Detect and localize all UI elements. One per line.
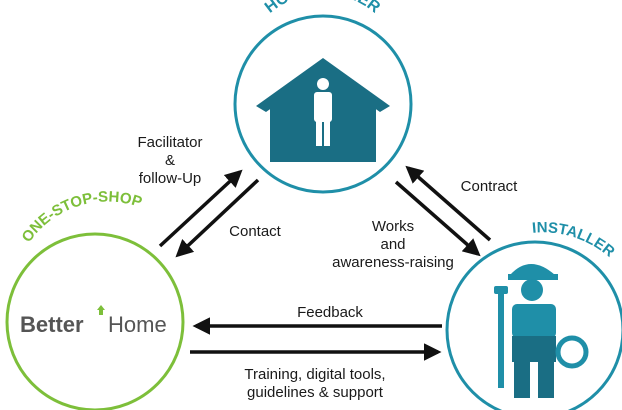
- svg-text:Better: Better: [20, 312, 84, 337]
- installer-node: INSTALLER: [445, 219, 622, 410]
- svg-text:Home: Home: [108, 312, 167, 337]
- arrow-installer-to-homeowner: [405, 165, 492, 242]
- logo-arrow-icon: [97, 305, 105, 315]
- arrow-shop-to-homeowner: [158, 169, 243, 248]
- label-works: Works and awareness-raising: [332, 218, 454, 271]
- better-home-logo: Better Home: [20, 305, 167, 337]
- label-training: Training, digital tools, guidelines & su…: [244, 366, 386, 401]
- house-person-icon: [256, 58, 390, 162]
- arrow-homeowner-to-shop: [175, 178, 260, 258]
- installer-worker-icon: [494, 264, 589, 398]
- label-contract: Contract: [460, 178, 518, 195]
- home-owner-title: HOME-OWNER: [262, 0, 383, 17]
- label-facilitator: Facilitator & follow-Up: [137, 134, 203, 187]
- one-stop-shop-node: ONE-STOP-SHOP Better Home: [5, 188, 185, 410]
- label-contact: Contact: [229, 223, 281, 240]
- arrow-homeowner-to-installer: [394, 180, 481, 257]
- home-owner-node: HOME-OWNER: [233, 0, 413, 194]
- label-feedback: Feedback: [297, 304, 363, 321]
